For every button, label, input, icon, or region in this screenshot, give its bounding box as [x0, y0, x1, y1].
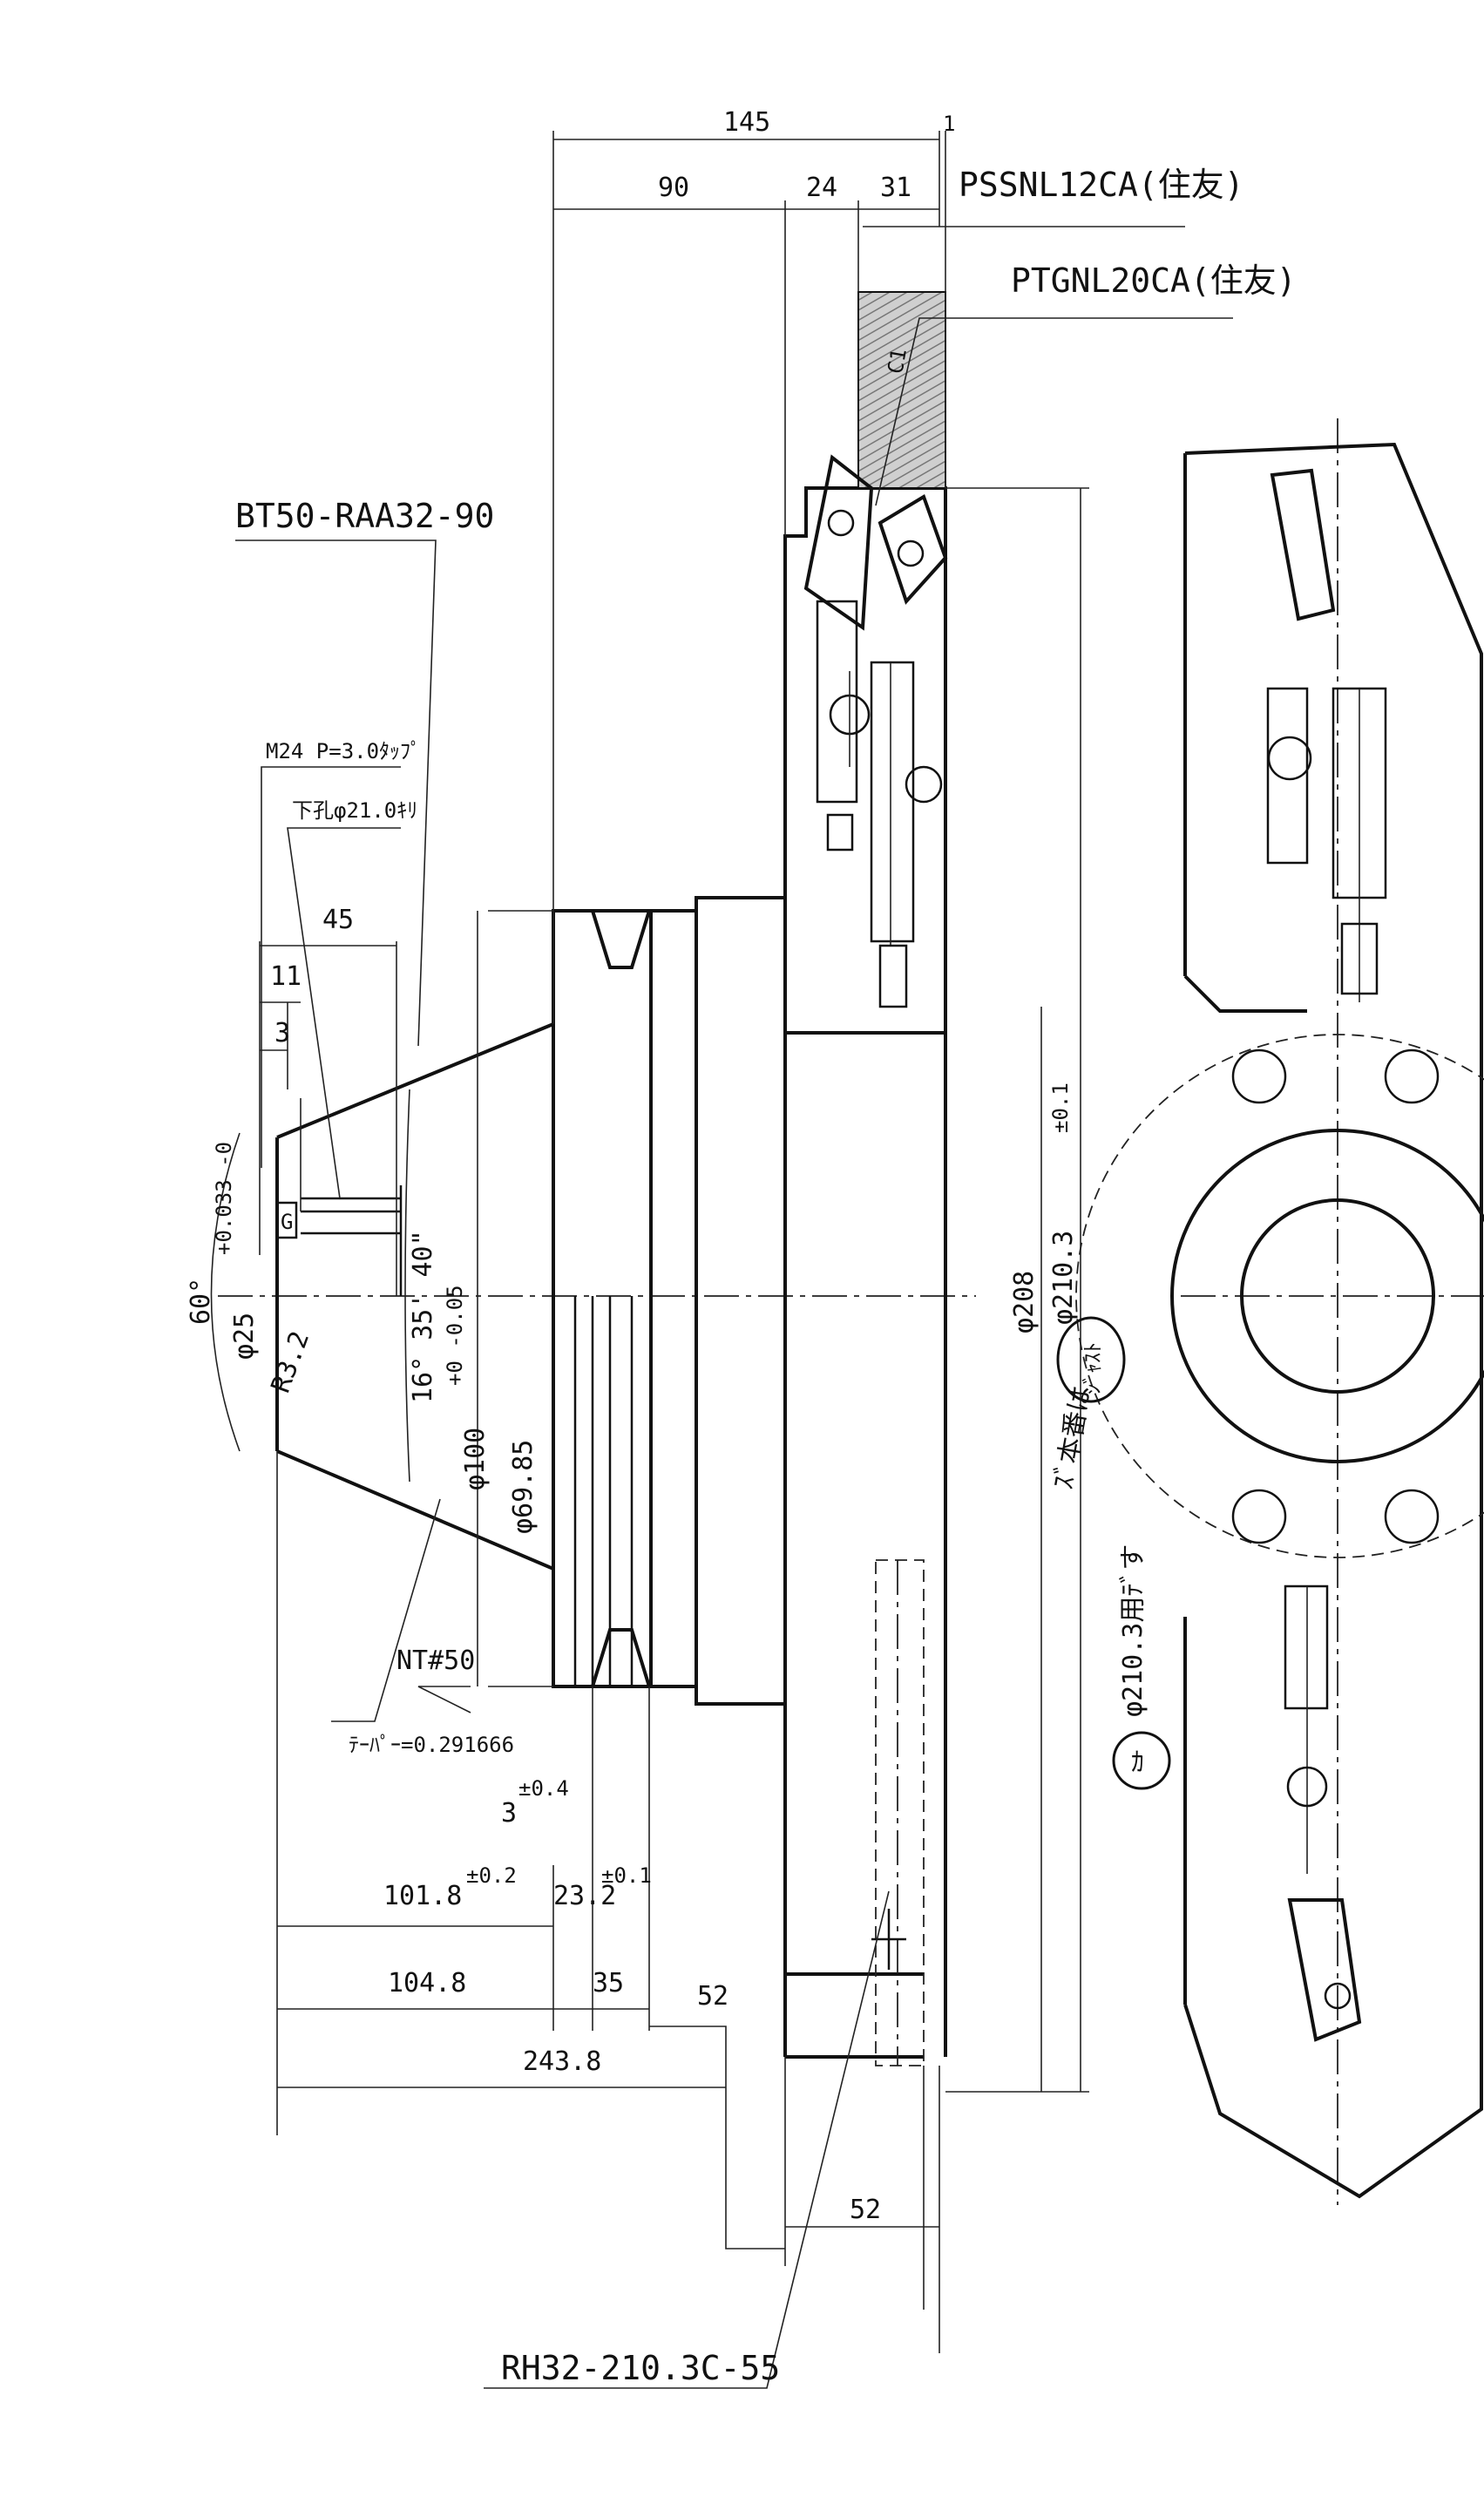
dim-11: 11 — [270, 961, 302, 992]
note-production: ｽﾞ本番は — [1048, 1383, 1096, 1491]
dim-phi2103-tol: ±0.1 — [1048, 1082, 1073, 1133]
dim-phi6985: φ69.85 — [508, 1440, 539, 1534]
dim-232-tol: ±0.1 — [601, 1863, 652, 1888]
label-head: RH32-210.3C-55 — [501, 2349, 780, 2387]
note-phi2103-use: φ210.3用ﾃﾞす — [1118, 1544, 1149, 1717]
g-symbol-box — [275, 1201, 298, 1239]
dim-angle-60: 60° — [186, 1278, 216, 1325]
label-taper: ﾃｰﾊﾟｰ=0.291666 — [349, 1733, 514, 1757]
dim-35: 35 — [593, 1968, 624, 1998]
handwritten-notes — [1056, 1316, 1171, 1790]
dim-232: 23.2 — [553, 1881, 616, 1911]
dim-3b-tol: ±0.4 — [518, 1776, 569, 1801]
dim-1: 1 — [943, 112, 955, 136]
dim-31: 31 — [880, 173, 911, 203]
dim-2438: 243.8 — [523, 2046, 601, 2077]
dim-1048: 104.8 — [388, 1968, 466, 1998]
dim-phi2103: φ210.3 — [1048, 1231, 1079, 1325]
flange-body — [488, 896, 787, 1706]
dim-52a: 52 — [697, 1981, 728, 2012]
dim-phi25-tol: +0.033 -0 — [212, 1142, 236, 1255]
dim-c1: C1 — [883, 347, 911, 376]
cartridge-side — [803, 454, 948, 1008]
label-tap: M24 P=3.0ﾀｯﾌﾟ — [266, 739, 421, 763]
note-circled: ｶ — [1131, 1747, 1144, 1778]
dim-3b: 3 — [501, 1798, 517, 1829]
dim-phi100: φ100 — [460, 1428, 491, 1490]
dim-phi25: φ25 — [229, 1313, 260, 1360]
dim-3a: 3 — [274, 1018, 290, 1048]
dim-52b: 52 — [850, 2195, 881, 2225]
dim-g: G — [281, 1210, 293, 1234]
dim-90: 90 — [658, 173, 689, 203]
dim-24: 24 — [806, 173, 837, 203]
dim-phi208: φ208 — [1009, 1271, 1040, 1333]
dimension-lines — [210, 131, 1233, 2389]
label-nt: NT#50 — [396, 1646, 475, 1676]
label-holder: BT50-RAA32-90 — [235, 497, 494, 535]
label-drill: 下孔φ21.0ｷﾘ — [292, 798, 417, 823]
end-view — [1075, 442, 1484, 2199]
dim-1018-tol: ±0.2 — [466, 1863, 517, 1888]
label-insert-2: PTGNL20CA(住友) — [1011, 261, 1297, 300]
note-just: ｼﾞｬｽﾄ — [1081, 1342, 1105, 1395]
dim-taper-angle: 16° 35' 40" — [408, 1230, 438, 1403]
dim-1018: 101.8 — [383, 1881, 462, 1911]
dim-45: 45 — [322, 905, 354, 935]
dim-r32: R3.2 — [266, 1327, 316, 1397]
dim-phi100-tol: +0 -0.05 — [443, 1285, 467, 1386]
label-insert-1: PSSNL12CA(住友) — [959, 166, 1244, 204]
dim-145: 145 — [723, 107, 770, 138]
